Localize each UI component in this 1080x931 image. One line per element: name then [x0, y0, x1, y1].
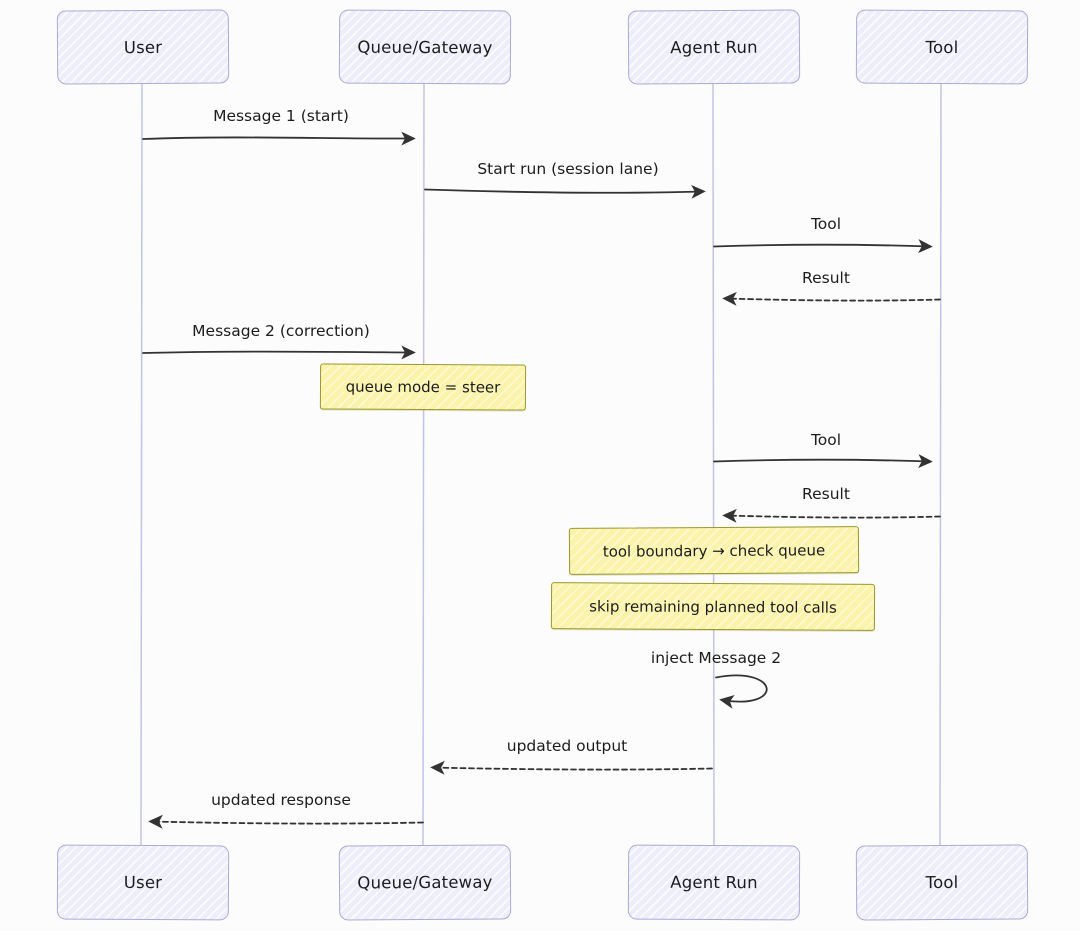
message-label-tool-1: Tool	[810, 215, 842, 233]
lifeline-agent-run	[712, 81, 715, 846]
arrow-updated-output	[430, 760, 713, 775]
participant-top-tool: Tool	[855, 9, 1029, 85]
message-label-message-1: Message 1 (start)	[213, 107, 349, 125]
lifelines	[140, 81, 942, 846]
arrow-updated-response	[148, 814, 424, 829]
participant-bottom-queue-gateway: Queue/Gateway	[338, 844, 512, 921]
arrow-result-1	[722, 291, 941, 306]
lifeline-queue-gateway	[422, 81, 425, 846]
note-queue-mode-steer: queue mode = steer	[319, 363, 527, 411]
participant-bottom-user: User	[56, 844, 230, 921]
participant-label: Queue/Gateway	[357, 37, 493, 57]
participant-label: Tool	[925, 37, 959, 57]
participant-label: Agent Run	[670, 872, 758, 893]
arrow-tool-call-2	[713, 454, 933, 469]
participant-label: User	[123, 37, 163, 57]
participant-label: Tool	[925, 872, 959, 893]
note-skip-remaining-tool-calls: skip remaining planned tool calls	[550, 582, 876, 631]
participant-bottom-tool: Tool	[855, 844, 1029, 921]
message-label-inject: inject Message 2	[650, 649, 782, 667]
arrow-message-2-correction	[142, 345, 416, 360]
note-tool-boundary-check-queue: tool boundary → check queue	[568, 526, 860, 575]
note-label: queue mode = steer	[345, 377, 501, 397]
lifeline-tool	[939, 81, 942, 846]
arrow-start-run	[424, 184, 706, 199]
message-label-result-1: Result	[802, 269, 850, 287]
participant-top-queue-gateway: Queue/Gateway	[338, 9, 512, 85]
message-label-tool-2: Tool	[810, 431, 842, 449]
arrow-result-2	[722, 508, 941, 523]
message-label-result-2: Result	[802, 485, 850, 503]
arrow-message-1-start	[142, 131, 416, 146]
lifeline-user	[140, 81, 143, 846]
note-label: tool boundary → check queue	[602, 540, 826, 561]
participant-label: Agent Run	[670, 37, 758, 57]
participant-label: User	[123, 872, 163, 893]
participant-label: Queue/Gateway	[357, 872, 493, 893]
note-label: skip remaining planned tool calls	[589, 596, 837, 617]
participant-top-user: User	[56, 9, 230, 85]
participant-top-agent-run: Agent Run	[627, 9, 801, 85]
arrow-inject-self-loop	[715, 674, 768, 709]
message-label-message-2: Message 2 (correction)	[192, 322, 370, 340]
participant-bottom-agent-run: Agent Run	[627, 844, 801, 921]
message-label-updated-response: updated response	[211, 791, 351, 809]
message-label-start-run: Start run (session lane)	[477, 160, 659, 178]
arrow-tool-call-1	[713, 239, 933, 254]
message-label-updated-output: updated output	[506, 737, 628, 755]
